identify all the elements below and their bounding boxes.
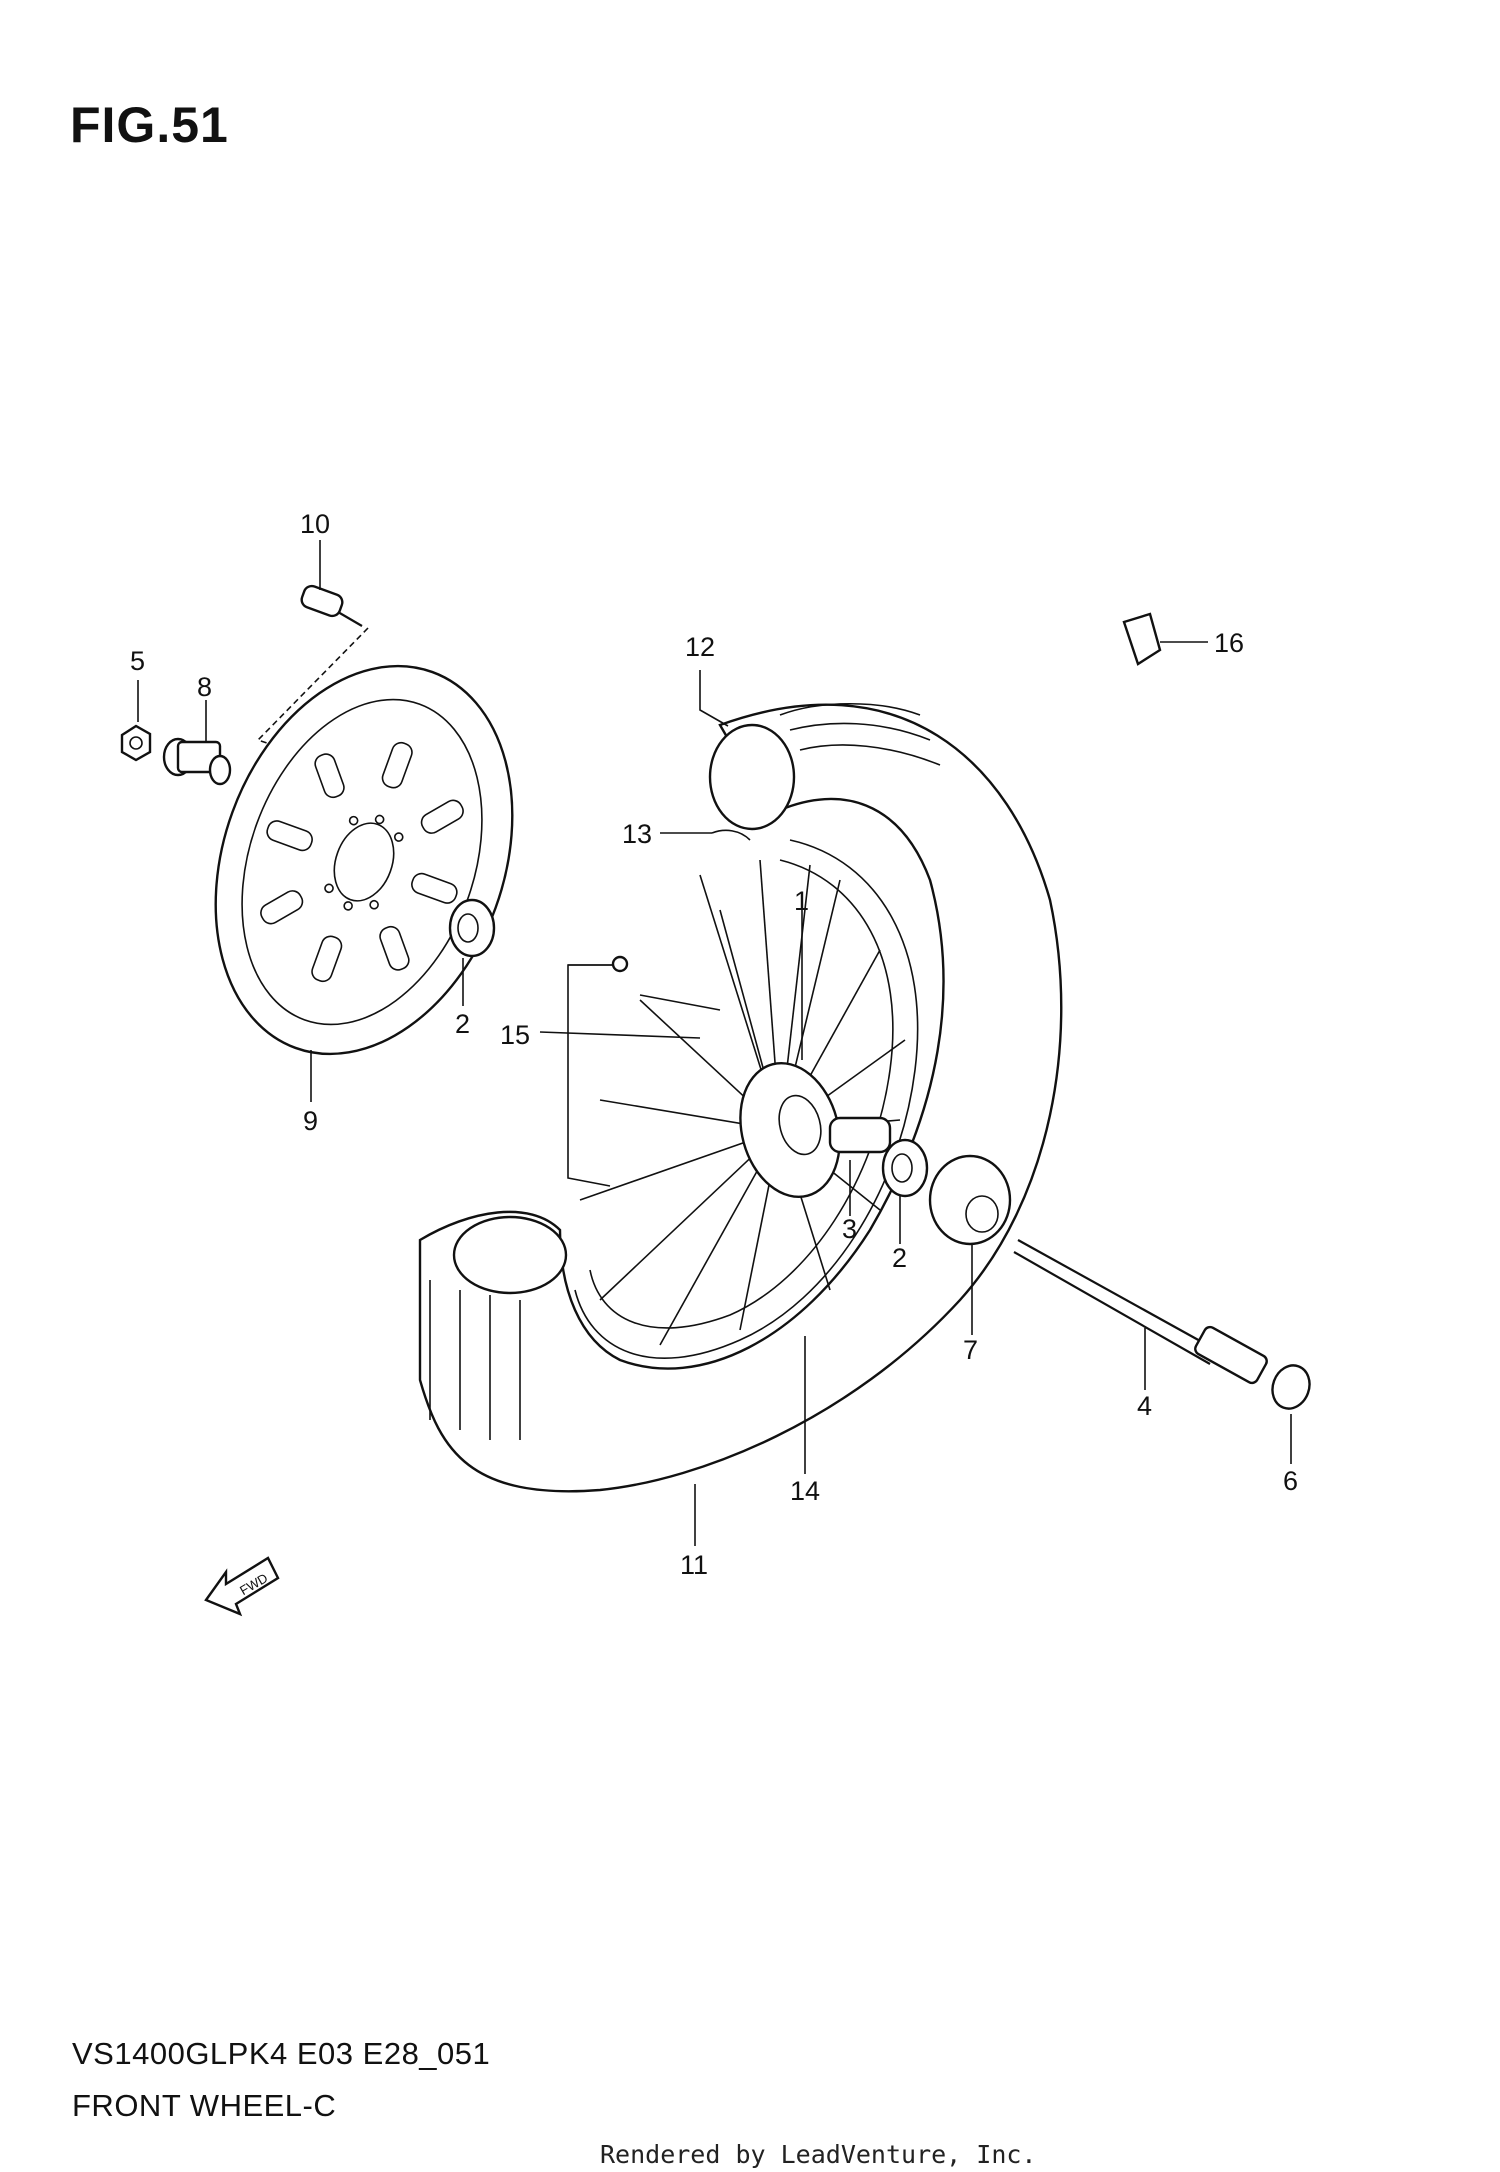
callout-15: 15 (500, 1020, 530, 1050)
callout-2-left: 2 (455, 1009, 470, 1039)
brake-disc-part-9 (214, 664, 514, 1102)
callout-12: 12 (685, 632, 715, 662)
callout-14: 14 (790, 1476, 820, 1506)
forward-arrow-icon: FWD (204, 1556, 280, 1617)
callout-13: 13 (622, 819, 652, 849)
collar-part-7 (928, 1154, 1012, 1335)
callout-2-right: 2 (892, 1243, 907, 1273)
callout-6: 6 (1283, 1466, 1298, 1496)
model-code: VS1400GLPK4 E03 E28_051 (72, 2036, 491, 2071)
callout-7: 7 (963, 1335, 978, 1365)
callout-16: 16 (1214, 628, 1244, 658)
callout-4: 4 (1137, 1391, 1152, 1421)
callout-1: 1 (794, 886, 809, 916)
cap-part-6 (1271, 1364, 1311, 1464)
tube-part-12 (699, 670, 729, 727)
axle-part-4 (1013, 1239, 1268, 1390)
nut-part-5 (120, 680, 152, 762)
bolt-part-10 (300, 540, 363, 627)
valve-part-16 (1122, 612, 1208, 666)
bearing-part-2-right (881, 1138, 929, 1244)
figure-title: FIG.51 (70, 97, 229, 153)
callout-5: 5 (130, 646, 145, 676)
callout-10: 10 (300, 509, 330, 539)
spoke-set-part-15 (539, 955, 721, 1187)
callout-11: 11 (680, 1550, 708, 1580)
render-credit: Rendered by LeadVenture, Inc. (600, 2140, 1037, 2169)
section-name: FRONT WHEEL-C (72, 2088, 337, 2123)
rim-band-part-13 (660, 829, 751, 841)
spacer-part-8 (162, 700, 232, 786)
hub-part-1 (739, 910, 892, 1199)
bearing-part-2-left (448, 898, 496, 1006)
callout-3: 3 (842, 1214, 857, 1244)
callout-9: 9 (303, 1106, 318, 1136)
tire-part-11 (418, 703, 1063, 1546)
callout-8: 8 (197, 672, 212, 702)
